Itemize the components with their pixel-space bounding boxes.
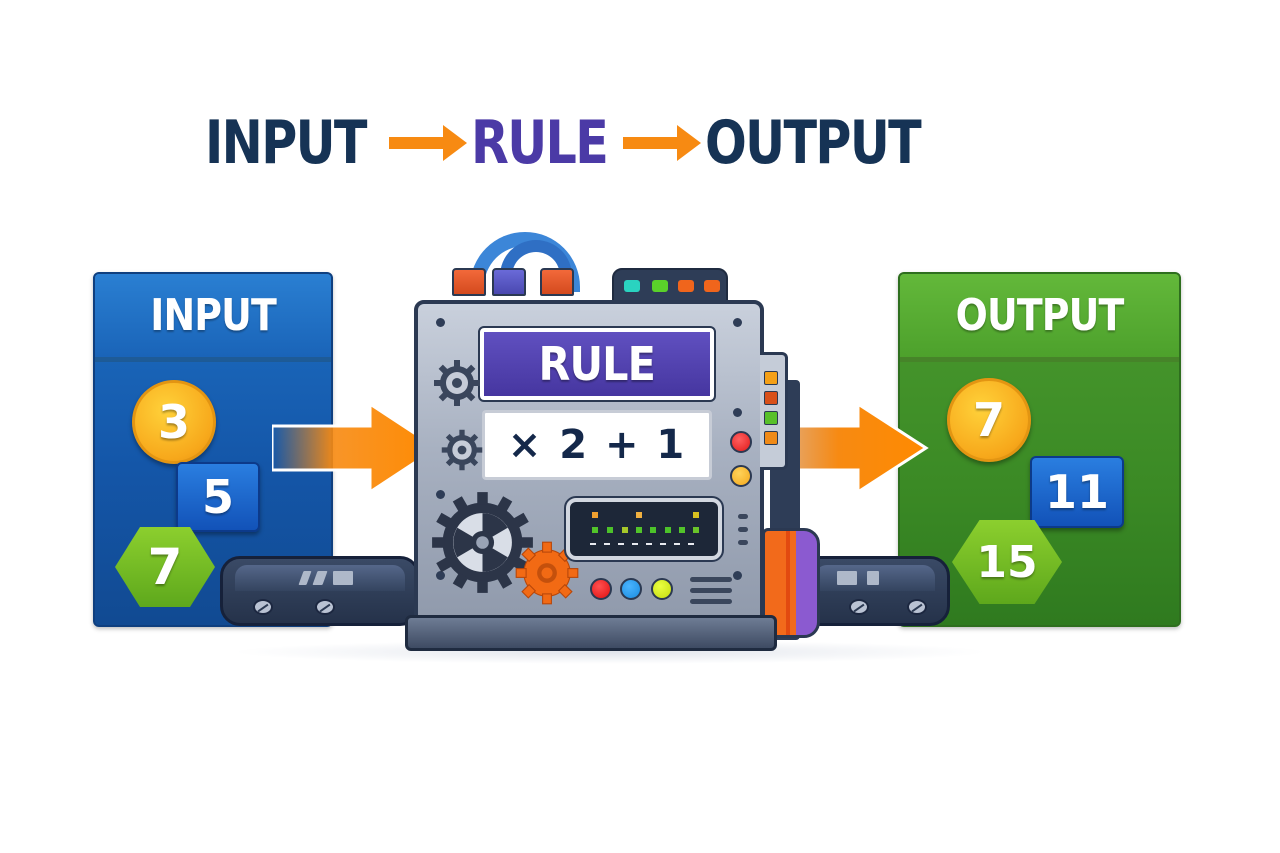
output-token-circle: 7 <box>947 378 1031 462</box>
title-output-word: OUTPUT <box>705 108 922 178</box>
title-input-word: INPUT <box>205 108 368 178</box>
screw-icon <box>315 599 335 615</box>
title-rule-word: RULE <box>471 108 609 178</box>
display-baseline <box>590 543 698 545</box>
machine-side-panel <box>760 352 788 470</box>
output-panel-header: OUTPUT <box>900 274 1179 362</box>
rivet <box>436 571 445 580</box>
red-button[interactable] <box>730 431 752 453</box>
led <box>622 527 628 533</box>
rivet <box>733 571 742 580</box>
led <box>607 527 613 533</box>
rule-formula: × 2 + 1 <box>507 422 687 468</box>
red-cap <box>540 268 574 296</box>
output-token-square: 11 <box>1030 456 1124 528</box>
large-gear-icon <box>432 492 533 593</box>
led <box>665 527 671 533</box>
rivet <box>733 318 742 327</box>
rivet <box>436 490 445 499</box>
input-conveyor <box>220 556 420 626</box>
side-light-green <box>764 411 778 425</box>
gear-icon <box>441 429 483 471</box>
rivet <box>436 318 445 327</box>
input-token-circle: 3 <box>132 380 216 464</box>
led <box>592 512 598 518</box>
screw-icon <box>907 599 927 615</box>
orange-gear-icon <box>515 541 579 605</box>
input-token-square: 5 <box>176 462 260 532</box>
led <box>592 527 598 533</box>
side-light-orange <box>764 371 778 385</box>
output-conveyor <box>800 556 950 626</box>
status-light-orange <box>704 280 720 292</box>
blue-button[interactable] <box>620 578 642 600</box>
vent-grille <box>690 577 732 605</box>
diagram-title: INPUT RULE OUTPUT <box>205 108 968 178</box>
led <box>636 512 642 518</box>
yellow-button[interactable] <box>730 465 752 487</box>
output-panel-title: OUTPUT <box>955 290 1125 341</box>
led <box>693 512 699 518</box>
gear-icon <box>434 360 480 406</box>
led <box>636 527 642 533</box>
rule-label: RULE <box>538 337 656 391</box>
title-arrow-icon <box>389 125 468 161</box>
status-light-orange <box>678 280 694 292</box>
status-light-green <box>652 280 668 292</box>
side-vent <box>738 514 748 545</box>
red-cap <box>452 268 486 296</box>
led-display-panel <box>564 496 724 562</box>
input-panel-title: INPUT <box>150 290 277 341</box>
red-button[interactable] <box>590 578 612 600</box>
machine-to-output-arrow-icon <box>780 402 929 494</box>
belt-stripe <box>333 571 353 585</box>
rule-plate: RULE <box>478 326 716 402</box>
status-light-bar <box>612 268 728 302</box>
side-light-red <box>764 391 778 405</box>
input-to-machine-arrow-icon <box>272 401 440 495</box>
belt-stripe <box>867 571 879 585</box>
belt-stripe <box>837 571 857 585</box>
title-arrow-icon <box>623 125 702 161</box>
machine-base <box>405 615 777 651</box>
led <box>679 527 685 533</box>
purple-cap <box>492 268 526 296</box>
input-panel-header: INPUT <box>95 274 331 362</box>
side-light-orange <box>764 431 778 445</box>
yellow-green-button[interactable] <box>651 578 673 600</box>
screw-icon <box>849 599 869 615</box>
screw-icon <box>253 599 273 615</box>
rivet <box>733 408 742 417</box>
led <box>650 527 656 533</box>
led <box>693 527 699 533</box>
status-light-teal <box>624 280 640 292</box>
formula-display: × 2 + 1 <box>482 410 712 480</box>
